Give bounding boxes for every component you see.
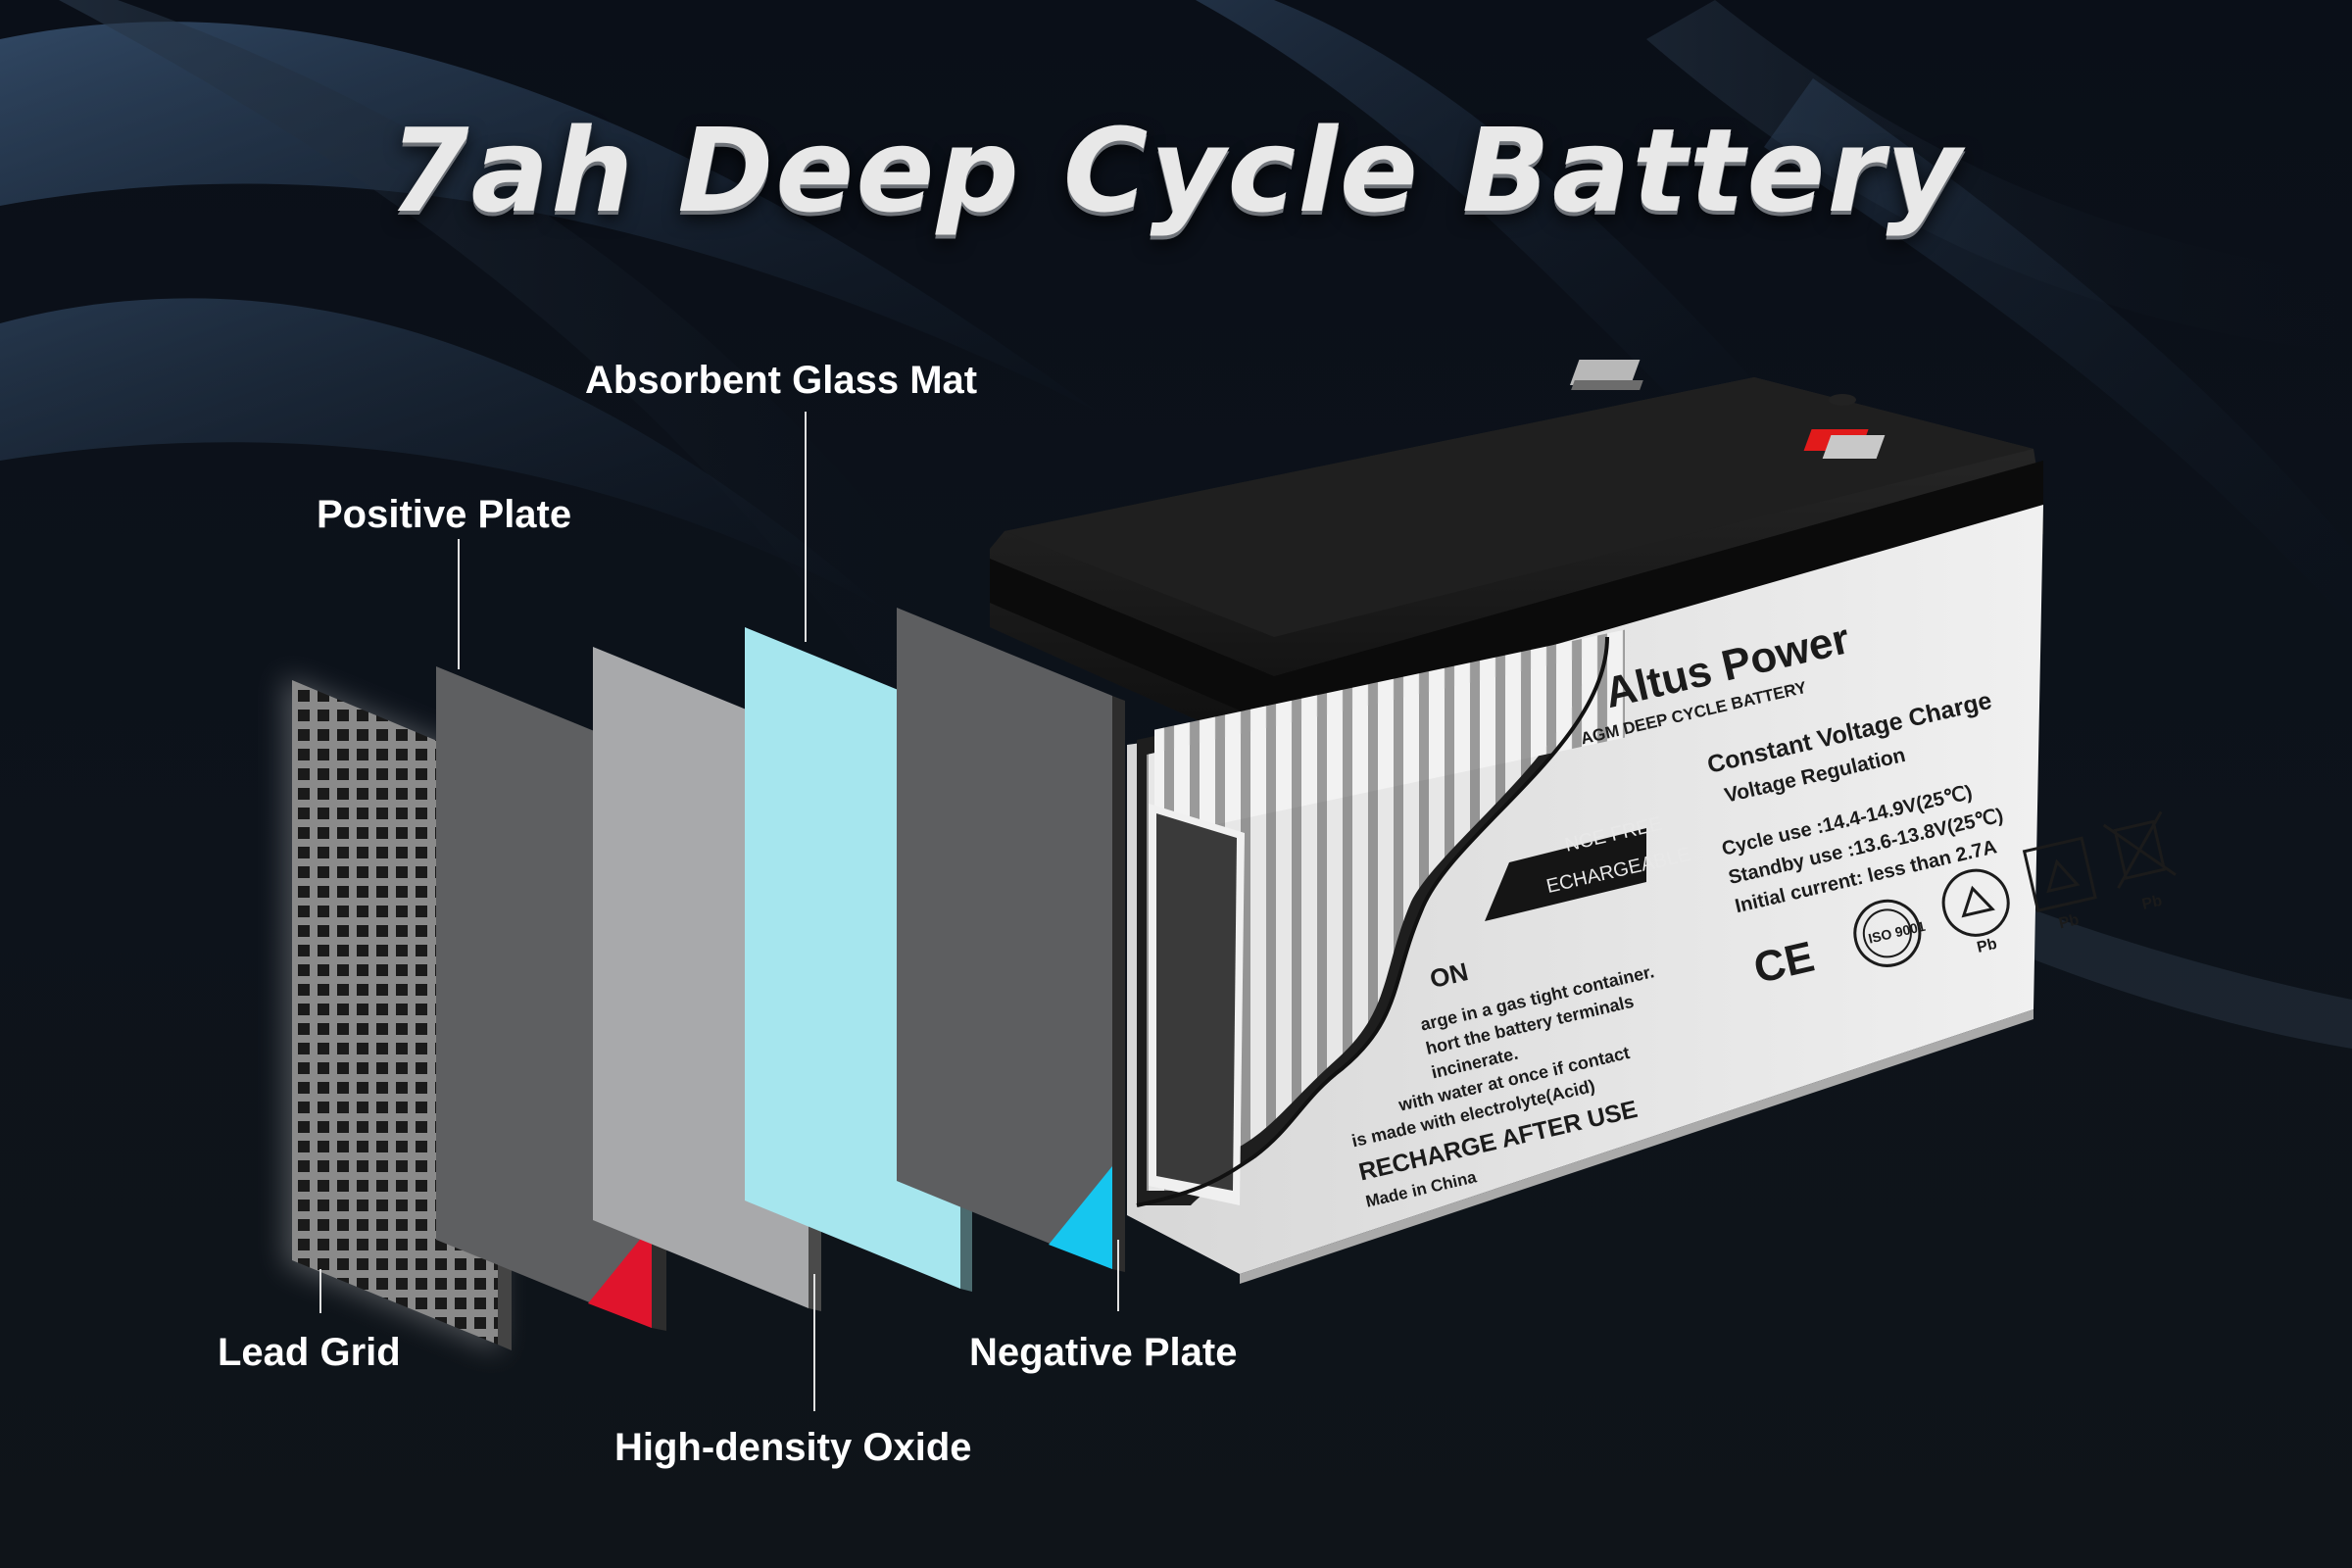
positive-marker	[588, 1225, 652, 1328]
callout-absorbent-glass-mat: Absorbent Glass Mat	[585, 359, 978, 402]
terminal-negative	[1569, 360, 1643, 390]
terminal-positive	[1803, 429, 1886, 459]
callout-lead-grid: Lead Grid	[218, 1331, 401, 1374]
svg-text:Pb: Pb	[2057, 911, 2081, 932]
callout-negative-plate: Negative Plate	[969, 1331, 1238, 1374]
recycle-icon: Pb	[1941, 868, 2010, 956]
leader-lines	[319, 412, 1119, 1411]
battery	[990, 360, 2043, 1284]
callout-positive-plate: Positive Plate	[317, 493, 572, 536]
negative-plate	[897, 608, 1125, 1272]
page-title: 7ah Deep Cycle Battery	[388, 103, 1964, 238]
crossed-bin-icon: Pb	[2102, 810, 2177, 913]
negative-marker	[1049, 1166, 1112, 1269]
callout-high-density-oxide: High-density Oxide	[614, 1426, 972, 1469]
svg-text:Pb: Pb	[2140, 893, 2164, 913]
svg-text:Pb: Pb	[1976, 936, 1999, 956]
pb-recycle-box-icon: Pb	[2022, 836, 2097, 932]
